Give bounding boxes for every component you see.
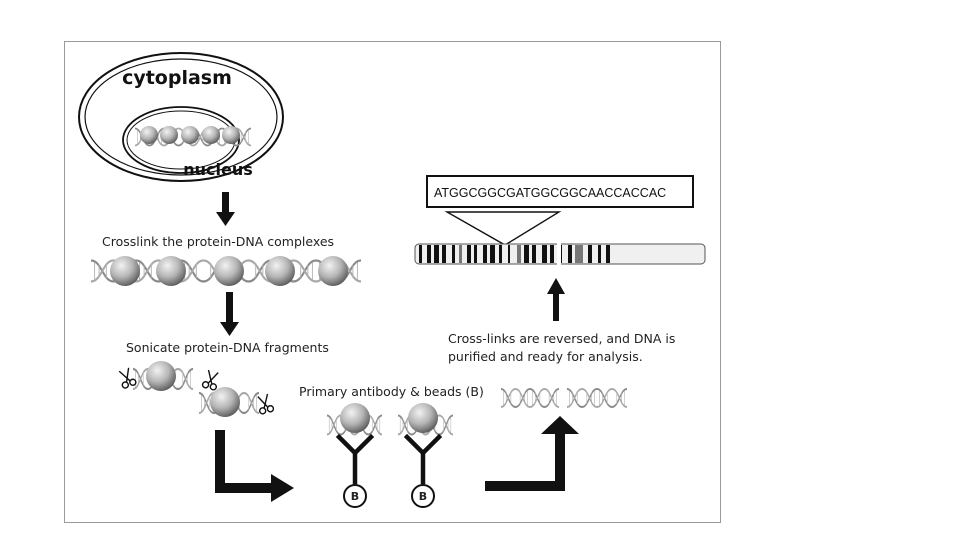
sequence-box [426, 175, 694, 208]
protein-sphere-icon [210, 387, 240, 417]
chromosome-band [459, 245, 462, 263]
sonicated-fragments [116, 361, 275, 417]
chromosome-band [483, 245, 487, 263]
antibody-complex-left: B [325, 403, 384, 508]
crosslinked-chromatin [89, 256, 363, 286]
chromosome-band [452, 245, 455, 263]
chromosome-band [434, 245, 439, 263]
crosslink-step-label: Crosslink the protein-DNA complexes [102, 234, 334, 249]
chromosome-band [490, 245, 495, 263]
purified-dna-fragments [500, 388, 628, 408]
protein-sphere-icon [202, 126, 220, 144]
nucleus-label: nucleus [183, 160, 253, 179]
bead-label: B [419, 490, 427, 503]
protein-sphere-icon [222, 126, 240, 144]
cytoplasm-inner-ring [84, 58, 278, 176]
chromosome-band [499, 245, 502, 263]
antibody-icon [335, 433, 375, 485]
chromosome-band [474, 245, 477, 263]
bead-label: B [351, 490, 359, 503]
sequence-callout-pointer [444, 211, 562, 246]
protein-sphere-icon [340, 403, 370, 433]
bead-icon [411, 484, 435, 508]
chromosome-band [524, 245, 529, 263]
chromosome-band [419, 245, 422, 263]
scissors-icon [255, 392, 275, 416]
l-arrow-up-icon [485, 416, 579, 491]
chromosome-band [575, 245, 583, 263]
chromosome-band [532, 245, 536, 263]
sonicate-step-label: Sonicate protein-DNA fragments [126, 340, 329, 355]
antibody-step-label: Primary antibody & beads (B) [299, 384, 484, 399]
arrow-down-icon [216, 192, 235, 226]
diagram-canvas: cytoplasm nucleus Crosslink the protein-… [78, 52, 706, 508]
scissors-icon [201, 368, 221, 392]
protein-sphere-icon [146, 361, 176, 391]
reversed-step-label-line2: purified and ready for analysis. [448, 349, 643, 364]
chromosome-band [542, 245, 547, 263]
chromosome-centromere [557, 243, 561, 265]
protein-sphere-icon [181, 126, 199, 144]
protein-sphere-icon [265, 256, 295, 286]
chromosome-band [606, 245, 610, 263]
arrow-up-icon [547, 278, 565, 321]
chip-diagram: cytoplasm nucleus Crosslink the protein-… [64, 41, 721, 523]
chromosome-barcode [414, 243, 706, 265]
chromosome-band [568, 245, 572, 263]
dna-sequence: ATGGCGGCGATGGCGGCAACCACCAC [434, 186, 666, 200]
protein-sphere-icon [156, 256, 186, 286]
nucleus-outer-ring [122, 106, 240, 174]
arrow-down-icon [220, 292, 239, 336]
cytoplasm-label: cytoplasm [122, 67, 232, 89]
chromosome-band [467, 245, 471, 263]
protein-sphere-icon [408, 403, 438, 433]
chromosome-band [588, 245, 592, 263]
bead-icon [343, 484, 367, 508]
nucleus-chromatin [134, 126, 252, 147]
protein-sphere-icon [110, 256, 140, 286]
chromosome-band [508, 245, 510, 263]
chromosome-band [517, 245, 521, 263]
chromosome-band [427, 245, 431, 263]
chromosome-band [442, 245, 446, 263]
chromosome-band [598, 245, 601, 263]
cell-illustration: cytoplasm nucleus [78, 52, 284, 182]
protein-sphere-icon [214, 256, 244, 286]
chromosome-band [550, 245, 554, 263]
protein-sphere-icon [160, 126, 178, 144]
protein-sphere-icon [318, 256, 348, 286]
antibody-icon [403, 433, 443, 485]
scissors-icon [116, 366, 138, 390]
l-arrow-right-icon [215, 430, 294, 502]
antibody-complex-right: B [396, 403, 455, 508]
sequence-callout: ATGGCGGCGATGGCGGCAACCACCAC [426, 175, 694, 246]
protein-sphere-icon [140, 126, 158, 144]
reversed-step-label-line1: Cross-links are reversed, and DNA is [448, 331, 675, 346]
